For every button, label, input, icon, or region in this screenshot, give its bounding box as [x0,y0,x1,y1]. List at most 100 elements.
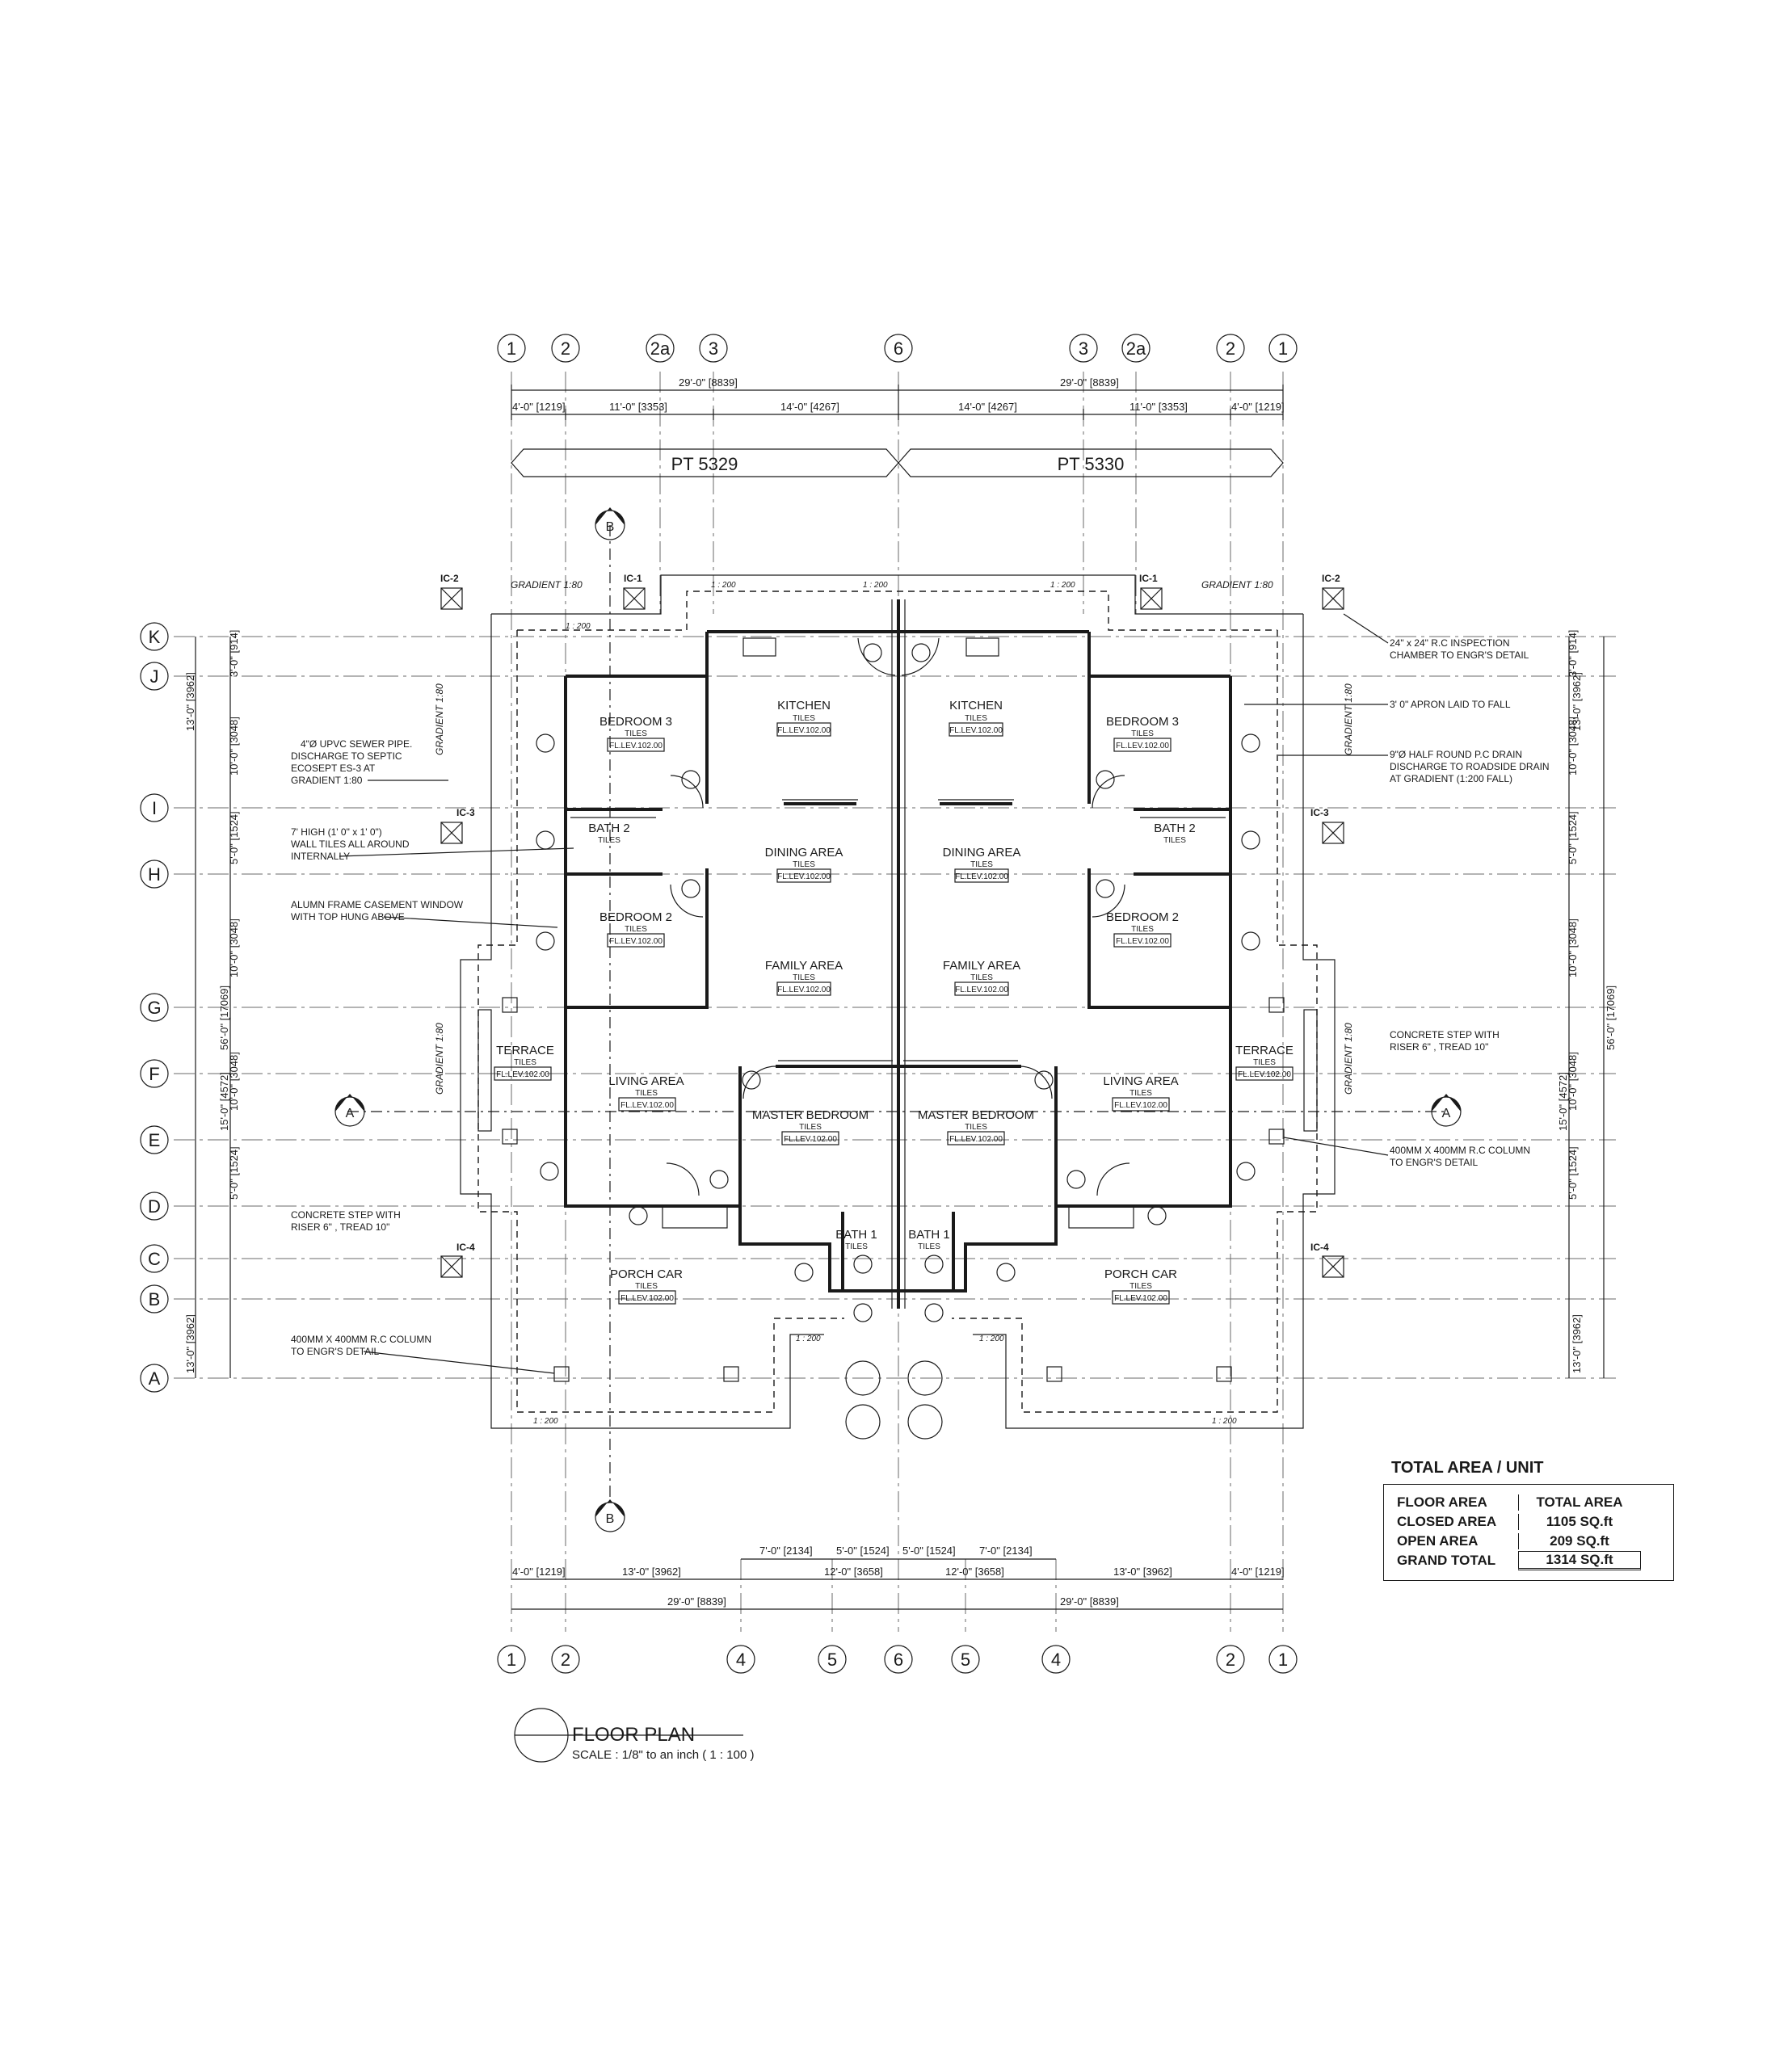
svg-text:FL.LEV.102.00: FL.LEV.102.00 [620,1101,674,1110]
grid-bubble-row: I [152,798,157,818]
svg-text:AT GRADIENT (1:200 FALL): AT GRADIENT (1:200 FALL) [1390,773,1512,784]
svg-text:FL.LEV.102.00: FL.LEV.102.00 [784,1135,837,1144]
gradient-label: GRADIENT 1:80 [434,1023,445,1095]
room-terrace: TERRACE [1235,1044,1294,1057]
svg-text:FL.LEV.102.00: FL.LEV.102.00 [777,872,831,881]
svg-text:FL.LEV.102.00: FL.LEV.102.00 [1116,937,1169,946]
svg-text:7'-0" [2134]: 7'-0" [2134] [759,1545,813,1557]
svg-text:3'-0" [914]: 3'-0" [914] [228,630,240,677]
dim-top-segment: 11'-0" [3353] [609,401,667,413]
room-bath-1: BATH 1 [835,1228,877,1242]
grid-bubble-bottom: 1 [1278,1650,1288,1670]
row-value: 209 SQ.ft [1518,1533,1640,1549]
svg-text:TILES: TILES [793,973,815,982]
plan-title: FLOOR PLAN [572,1724,696,1746]
section-marker: A [1442,1107,1451,1120]
grand-total-label: GRAND TOTAL [1397,1553,1496,1568]
svg-text:4'-0" [1219]: 4'-0" [1219] [512,1566,566,1578]
svg-text:29'-0" [8839]: 29'-0" [8839] [1060,1595,1119,1608]
row-grid-bubbles: K J I H G F E D C B A [140,622,169,1393]
room-terrace: TERRACE [496,1044,554,1057]
area-table-header: FLOOR AREA TOTAL AREA [1397,1493,1660,1512]
grid-bubble-bottom: 1 [507,1650,516,1670]
svg-text:13'-0" [3962]: 13'-0" [3962] [1571,1314,1583,1373]
svg-text:10'-0" [3048]: 10'-0" [3048] [1567,717,1579,776]
svg-text:RISER 6" , TREAD 10": RISER 6" , TREAD 10" [291,1221,389,1233]
drain-gradient: 1 : 200 [711,581,736,590]
chamber-label: IC-4 [1310,1242,1329,1253]
grid-bubble-bottom: 6 [894,1650,903,1670]
chamber-label: IC-4 [456,1242,475,1253]
svg-text:TILES: TILES [970,973,993,982]
room-dining: DINING AREA [765,846,843,860]
room-bedroom-2: BEDROOM 2 [1106,910,1179,924]
room-bath-2: BATH 2 [1154,822,1195,835]
svg-text:5'-0" [1524]: 5'-0" [1524] [1567,811,1579,864]
dim-top-segment: 4'-0" [1219] [1231,401,1285,413]
room-master-bedroom: MASTER BEDROOM [918,1108,1034,1122]
svg-text:56'-0" [17069]: 56'-0" [17069] [1605,986,1617,1050]
room-porch-car: PORCH CAR [610,1267,683,1281]
room-living: LIVING AREA [608,1074,684,1088]
grid-bubble-top: 6 [894,338,903,359]
grid-bubble-row: A [149,1368,161,1389]
drain-gradient: 1 : 200 [533,1417,558,1426]
svg-text:400MM X 400MM R.C COLUMN: 400MM X 400MM R.C COLUMN [1390,1145,1530,1156]
dim-top-segment: 4'-0" [1219] [512,401,566,413]
gradient-label: GRADIENT 1:80 [1343,1023,1354,1095]
section-marker: B [606,1512,615,1526]
room-dining: DINING AREA [943,846,1021,860]
svg-text:TILES: TILES [965,1123,987,1132]
dim-top-segment: 11'-0" [3353] [1129,401,1188,413]
row-label: CLOSED AREA [1397,1514,1497,1529]
svg-text:TILES: TILES [1163,836,1186,845]
area-table-box: FLOOR AREA TOTAL AREA CLOSED AREA 1105 S… [1383,1484,1674,1581]
grid-bubble-bottom: 4 [736,1650,746,1670]
bottom-grid-bubbles: 1 2 4 5 6 5 4 2 1 [497,1645,1298,1674]
svg-text:ALUMN FRAME CASEMENT WINDOW: ALUMN FRAME CASEMENT WINDOW [291,899,464,910]
svg-text:400MM X 400MM R.C COLUMN: 400MM X 400MM R.C COLUMN [291,1334,431,1345]
gradient-label: GRADIENT 1:80 [434,683,445,755]
svg-text:FL.LEV.102.00: FL.LEV.102.00 [949,726,1003,735]
svg-text:TILES: TILES [1131,925,1154,934]
svg-text:FL.LEV.102.00: FL.LEV.102.00 [955,986,1008,994]
top-grid-bubbles: 1 2 2a 3 6 3 2a 2 1 [497,334,1298,363]
plan-scale: SCALE : 1/8" to an inch ( 1 : 100 ) [572,1748,755,1762]
grid-bubble-bottom: 2 [1226,1650,1235,1670]
door-window-symbols [536,637,1260,1440]
svg-text:FL.LEV.102.00: FL.LEV.102.00 [777,986,831,994]
svg-text:TILES: TILES [625,729,647,738]
room-bedroom-2: BEDROOM 2 [599,910,672,924]
top-dimensions: 29'-0" [8839] 29'-0" [8839] 4'-0" [1219]… [511,376,1285,420]
svg-text:FL.LEV.102.00: FL.LEV.102.00 [955,872,1008,881]
row-label: OPEN AREA [1397,1533,1479,1549]
svg-text:TILES: TILES [1253,1058,1276,1067]
svg-text:5'-0" [1524]: 5'-0" [1524] [228,1146,240,1200]
grid-bubble-row: D [148,1196,161,1217]
svg-text:TILES: TILES [635,1089,658,1098]
dim-top-overall: 29'-0" [8839] [679,376,738,389]
dim-top-overall: 29'-0" [8839] [1060,376,1119,389]
svg-text:WALL TILES ALL AROUND: WALL TILES ALL AROUND [291,839,410,850]
grid-bubble-row: E [149,1130,161,1150]
grid-bubble-top: 2a [1126,338,1146,359]
grid-bubble-row: G [147,998,161,1018]
svg-text:TILES: TILES [793,860,815,869]
chamber-label: IC-1 [624,573,642,584]
room-bath-1: BATH 1 [908,1228,949,1242]
svg-text:10'-0" [3048]: 10'-0" [3048] [228,1052,240,1111]
svg-text:ECOSEPT ES-3 AT: ECOSEPT ES-3 AT [291,763,376,774]
svg-text:TILES: TILES [1129,1282,1152,1291]
svg-text:10'-0" [3048]: 10'-0" [3048] [1567,918,1579,977]
svg-text:13'-0" [3962]: 13'-0" [3962] [184,1314,196,1373]
room-bath-2: BATH 2 [588,822,629,835]
header-total-area: TOTAL AREA [1518,1494,1640,1511]
svg-text:CONCRETE STEP WITH: CONCRETE STEP WITH [291,1209,401,1221]
header-floor-area: FLOOR AREA [1397,1494,1487,1510]
svg-text:TILES: TILES [1131,729,1154,738]
area-table-row: CLOSED AREA 1105 SQ.ft [1397,1512,1660,1532]
chamber-label: IC-3 [456,807,475,818]
svg-text:9"Ø HALF ROUND P.C DRAIN: 9"Ø HALF ROUND P.C DRAIN [1390,749,1522,760]
svg-text:FL.LEV.102.00: FL.LEV.102.00 [1114,1294,1167,1303]
svg-text:12'-0" [3658]: 12'-0" [3658] [945,1566,1004,1578]
